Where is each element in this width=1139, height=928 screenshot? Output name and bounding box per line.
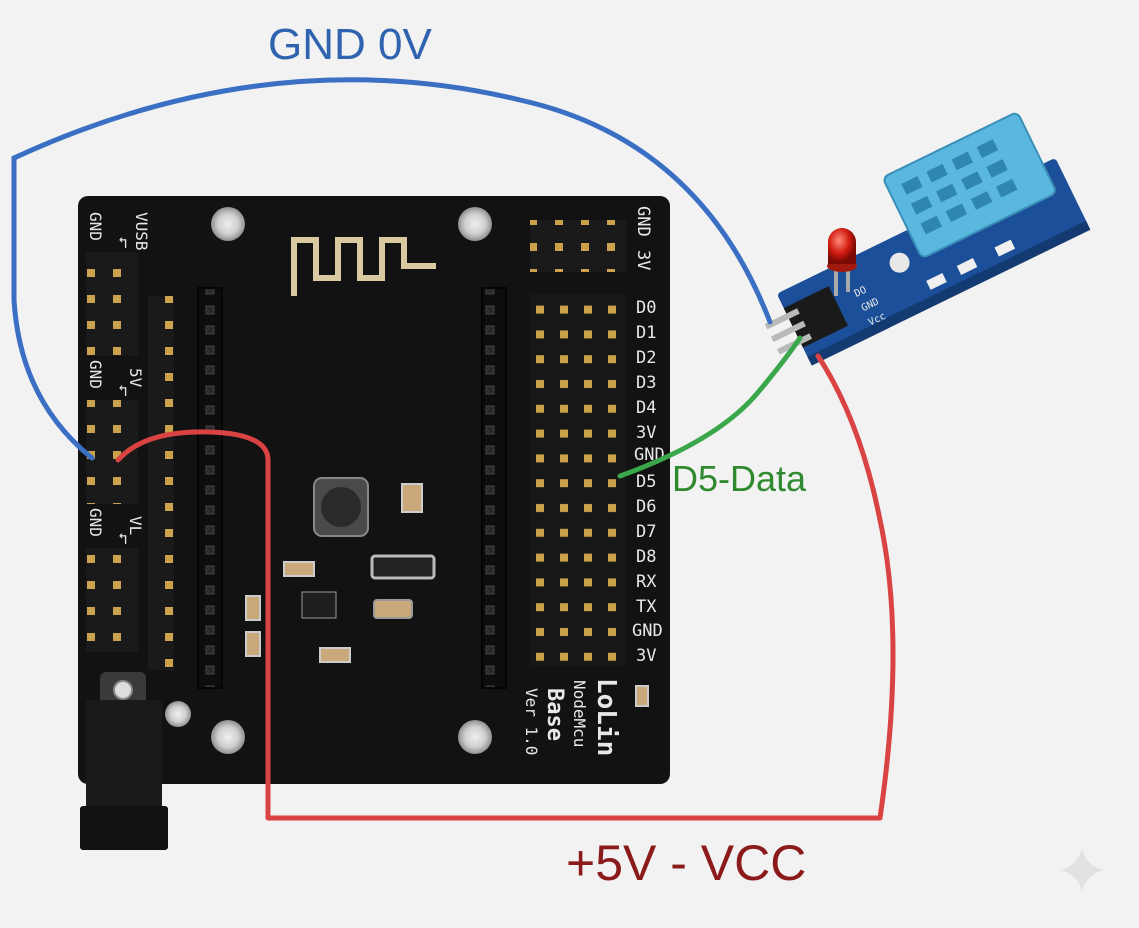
data-wire	[617, 335, 803, 479]
label-gnd-1: GND	[86, 212, 105, 241]
diode	[370, 554, 436, 580]
vcc-wire-label: +5V - VCC	[566, 835, 807, 891]
pin-label: TX	[636, 597, 657, 617]
smd-resistor	[245, 631, 261, 657]
smd-led	[635, 685, 649, 707]
arrow-icon: ↰	[118, 233, 128, 252]
gnd-wire	[11, 77, 773, 461]
pin-label: RX	[636, 572, 657, 592]
sparkle-icon	[1060, 848, 1104, 892]
smd-resistor	[956, 258, 978, 275]
label-gnd-3: GND	[86, 508, 105, 537]
sensor-header	[783, 286, 848, 348]
smd-resistor	[245, 595, 261, 621]
board-model: Base	[542, 688, 567, 741]
red-led	[827, 228, 857, 296]
arrow-icon: ↰	[118, 529, 128, 548]
mounting-hole	[211, 720, 245, 754]
header-left-column	[148, 296, 174, 670]
pin-label: D0	[636, 298, 656, 318]
antenna-trace	[291, 237, 436, 296]
header-vusb	[86, 252, 138, 356]
regulator-chip	[301, 591, 337, 619]
female-header-left	[197, 287, 223, 689]
pin-label: D7	[636, 522, 656, 542]
smd-resistor	[401, 483, 423, 513]
pin-label: GND	[632, 621, 663, 641]
sensor-pin-label: DO	[853, 285, 869, 300]
left-silkscreen: VUSB GND 5V GND VL GND ↰ ↰ ↰	[86, 212, 151, 548]
pin-label: D3	[636, 373, 656, 393]
label-top-3v: 3V	[633, 250, 653, 270]
female-header-right	[481, 287, 507, 689]
smd-resistor	[994, 239, 1016, 257]
label-top-gnd: GND	[633, 206, 653, 237]
pin-grid	[530, 294, 626, 666]
mounting-hole	[211, 207, 245, 241]
header-top-right	[530, 220, 626, 272]
label-gnd-2: GND	[86, 360, 105, 389]
pin-label: 3V	[636, 646, 656, 666]
dht11-sensor-module: GND Vcc DO	[764, 112, 1091, 366]
smd-resistor	[283, 561, 315, 577]
header-vl	[86, 548, 138, 652]
mounting-hole	[165, 701, 191, 727]
data-wire-label: D5-Data	[672, 458, 807, 499]
right-pin-labels: D0 D1 D2 D3 D4 3V GND D5 D6 D7 D8 RX TX …	[632, 298, 665, 666]
dc-power-jack	[80, 672, 168, 850]
mounting-hole	[458, 207, 492, 241]
lolin-base-board: VUSB GND 5V GND VL GND ↰ ↰ ↰ GND 3V D0 D…	[78, 196, 670, 784]
pin-label: D6	[636, 497, 656, 517]
pin-label: D2	[636, 348, 656, 368]
pin-label: 3V	[636, 423, 656, 443]
pin-label: D4	[636, 398, 656, 418]
mounting-hole	[458, 720, 492, 754]
label-5v: 5V	[126, 368, 145, 388]
mount-hole	[889, 252, 910, 273]
vcc-wire	[115, 353, 896, 821]
board-name: LoLin NodeMcu Base Ver 1.0	[522, 678, 621, 756]
smd-resistor	[926, 272, 947, 290]
inductor-core	[321, 487, 361, 527]
board-subtitle: NodeMcu	[570, 680, 589, 747]
board-version: Ver 1.0	[522, 688, 541, 755]
label-vl: VL	[126, 516, 145, 535]
board-title: LoLin	[591, 678, 621, 756]
smd-resistor	[319, 647, 351, 663]
pin-label: D8	[636, 547, 656, 567]
capacitor	[373, 599, 413, 619]
pin-label: D5	[636, 472, 656, 492]
pin-label: D1	[636, 323, 656, 343]
label-vusb: VUSB	[132, 212, 151, 251]
arrow-icon: ↰	[118, 381, 128, 400]
gnd-wire-label: GND 0V	[268, 20, 432, 69]
